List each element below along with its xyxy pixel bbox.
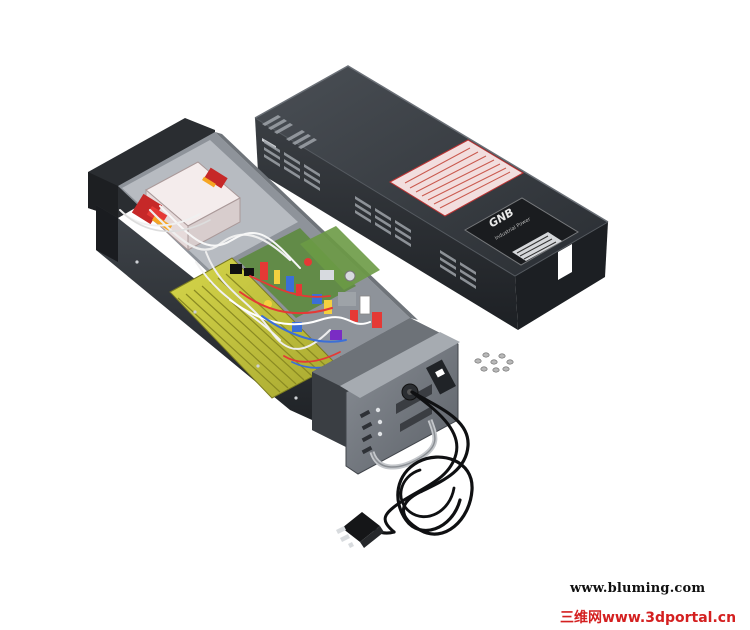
power-plug [336, 512, 384, 548]
cover: GNB Industrial Power [254, 65, 609, 330]
loose-screws [474, 352, 514, 373]
watermark-portal: 三维网www.3dportal.cn [560, 610, 737, 626]
nameplate: GNB Industrial Power [464, 197, 579, 266]
watermark-site: www.bluming.com [570, 581, 706, 596]
warning-label [389, 139, 525, 217]
wiring [119, 205, 371, 369]
front-panel [312, 318, 460, 475]
chassis [88, 118, 460, 475]
transformer [131, 161, 241, 252]
